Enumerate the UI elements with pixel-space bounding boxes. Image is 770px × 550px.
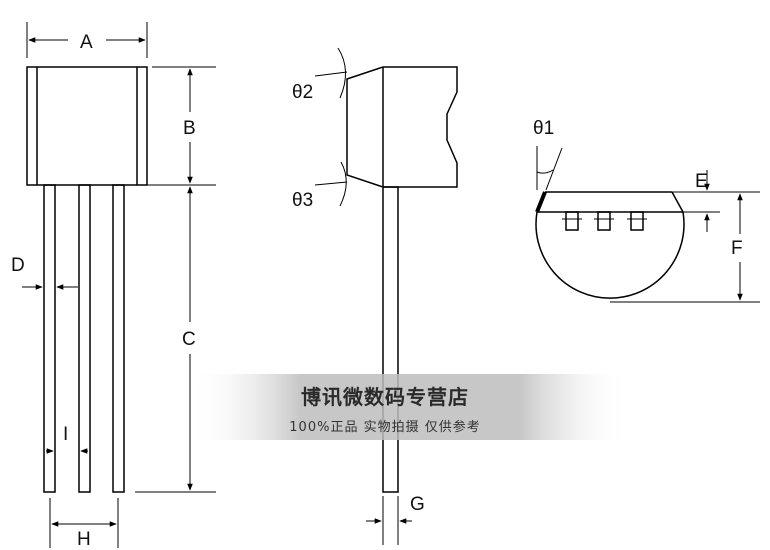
label-a: A bbox=[80, 32, 93, 53]
dim-i bbox=[46, 430, 88, 462]
label-c: C bbox=[182, 329, 196, 350]
dim-theta3 bbox=[314, 161, 348, 207]
label-i: I bbox=[63, 424, 68, 445]
pin-2 bbox=[597, 211, 611, 231]
label-theta1: θ1 bbox=[533, 118, 554, 139]
watermark-title: 博讯微数码专营店 bbox=[301, 385, 469, 409]
dim-g bbox=[366, 496, 412, 545]
label-d: D bbox=[11, 255, 25, 276]
label-e: E bbox=[695, 171, 708, 192]
watermark-subtitle: 100%正品 实物拍摄 仅供参考 bbox=[289, 420, 481, 435]
pin-1 bbox=[565, 211, 579, 231]
label-h: H bbox=[77, 529, 91, 550]
lead-2 bbox=[78, 184, 91, 493]
front-body bbox=[26, 66, 148, 186]
lead-1 bbox=[43, 184, 56, 493]
front-view bbox=[26, 66, 148, 493]
pin-3 bbox=[630, 211, 644, 231]
lead-3 bbox=[112, 184, 125, 493]
label-theta3: θ3 bbox=[292, 190, 313, 211]
dim-h bbox=[49, 498, 119, 548]
side-lead bbox=[382, 186, 399, 493]
label-f: F bbox=[731, 238, 743, 259]
side-view bbox=[346, 66, 458, 493]
side-body bbox=[346, 66, 458, 188]
dim-theta1 bbox=[536, 146, 563, 191]
label-theta2: θ2 bbox=[292, 82, 313, 103]
dim-e-f bbox=[610, 170, 760, 303]
dim-theta2 bbox=[314, 47, 348, 99]
bottom-view bbox=[535, 191, 685, 299]
label-g: G bbox=[410, 494, 425, 515]
label-b: B bbox=[183, 118, 196, 139]
bottom-body bbox=[535, 211, 685, 299]
watermark-band bbox=[190, 374, 630, 440]
dim-a bbox=[26, 22, 148, 58]
